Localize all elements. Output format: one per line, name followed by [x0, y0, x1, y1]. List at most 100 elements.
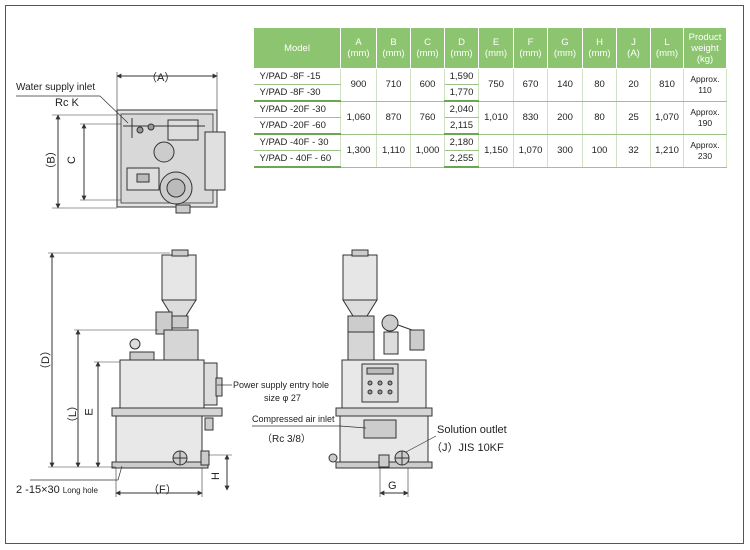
model-cell: Y/PAD - 40F - 60: [253, 150, 341, 168]
header-b: B(mm): [376, 27, 411, 69]
cell-b: 710: [376, 68, 411, 102]
header-line: (mm): [655, 48, 679, 59]
cell-a: 1,300: [340, 134, 377, 168]
cell-e: 1,150: [478, 134, 514, 168]
header-line: G: [561, 37, 569, 48]
spec-table: Model A(mm) B(mm) C(mm) D(mm) E(mm) F(mm…: [253, 27, 727, 168]
model-cell: Y/PAD -20F -60: [253, 117, 341, 135]
weight-line: Approx.: [690, 139, 720, 150]
model-cell: Y/PAD -8F -15: [253, 68, 341, 85]
header-line: L: [664, 37, 670, 48]
dim-b-label: （B）: [45, 145, 58, 175]
cell-g: 200: [547, 101, 583, 135]
dim-c-label: C: [65, 156, 78, 164]
cell-d: 2,040: [444, 101, 479, 118]
header-line: B: [390, 37, 397, 48]
figure-frame: [5, 5, 744, 544]
cell-e: 750: [478, 68, 514, 102]
cell-l: 1,210: [650, 134, 684, 168]
long-hole-label: 2 -15×30 Long hole: [16, 484, 98, 496]
header-g: G(mm): [547, 27, 583, 69]
dim-d-label: （D）: [39, 345, 52, 375]
cell-d: 2,255: [444, 150, 479, 168]
cell-c: 600: [410, 68, 445, 102]
cell-d: 1,770: [444, 84, 479, 102]
long-hole-text: Long hole: [62, 486, 98, 495]
header-line: E: [492, 37, 500, 48]
cell-weight: Approx.110: [683, 68, 727, 102]
header-a: A(mm): [340, 27, 377, 69]
cell-h: 100: [582, 134, 617, 168]
header-line: Product: [688, 31, 722, 43]
cell-j: 32: [616, 134, 651, 168]
header-line: (A): [627, 48, 640, 59]
cell-l: 1,070: [650, 101, 684, 135]
model-cell: Y/PAD -20F -30: [253, 101, 341, 118]
model-cell: Y/PAD -40F - 30: [253, 134, 341, 151]
cell-f: 830: [513, 101, 548, 135]
dim-h-label: H: [209, 472, 222, 480]
model-cell: Y/PAD -8F -30: [253, 84, 341, 102]
header-d: D(mm): [444, 27, 479, 69]
cell-g: 140: [547, 68, 583, 102]
spec-table-header: Model A(mm) B(mm) C(mm) D(mm) E(mm) F(mm…: [253, 27, 727, 69]
header-f: F(mm): [513, 27, 548, 69]
cell-l: 810: [650, 68, 684, 102]
rc-k-label: Rc K: [55, 97, 79, 109]
header-line: (mm): [347, 48, 370, 59]
header-line: (kg): [696, 53, 714, 65]
weight-line: 230: [697, 150, 713, 161]
header-line: J: [631, 37, 636, 48]
header-line: (mm): [450, 48, 473, 59]
cell-weight: Approx.230: [683, 134, 727, 168]
header-line: (mm): [588, 48, 611, 59]
header-line: (mm): [484, 48, 508, 59]
long-hole-size: 2 -15×30: [16, 484, 60, 496]
air-inlet-label: Compressed air inlet: [252, 414, 335, 424]
cell-e: 1,010: [478, 101, 514, 135]
cell-d: 1,590: [444, 68, 479, 85]
header-line: weight: [691, 42, 719, 54]
cell-a: 1,060: [340, 101, 377, 135]
table-row: Y/PAD -8F -30 1,770: [253, 84, 727, 102]
header-l: L(mm): [650, 27, 684, 69]
header-line: F: [527, 37, 534, 48]
cell-d: 2,180: [444, 134, 479, 151]
cell-c: 1,000: [410, 134, 445, 168]
header-c: C(mm): [410, 27, 445, 69]
header-line: C: [424, 37, 431, 48]
solution-outlet-label: Solution outlet: [437, 424, 507, 436]
header-line: (mm): [382, 48, 405, 59]
weight-line: Approx.: [690, 106, 720, 117]
header-line: D: [458, 37, 465, 48]
header-h: H(mm): [582, 27, 617, 69]
cell-a: 900: [340, 68, 377, 102]
cell-b: 1,110: [376, 134, 411, 168]
dim-f-label: （F）: [148, 484, 177, 496]
dim-g-label: G: [388, 480, 397, 492]
table-row: Y/PAD -20F -60 2,115: [253, 117, 727, 135]
cell-f: 670: [513, 68, 548, 102]
cell-j: 25: [616, 101, 651, 135]
dim-e-label: E: [83, 408, 96, 416]
header-line: (mm): [553, 48, 577, 59]
dim-l-label: （L）: [67, 399, 80, 429]
header-e: E(mm): [478, 27, 514, 69]
cell-weight: Approx.190: [683, 101, 727, 135]
table-row: Y/PAD - 40F - 60 2,255: [253, 150, 727, 168]
cell-h: 80: [582, 101, 617, 135]
cell-g: 300: [547, 134, 583, 168]
cell-b: 870: [376, 101, 411, 135]
power-size-label: size φ 27: [264, 393, 301, 403]
cell-f: 1,070: [513, 134, 548, 168]
cell-d: 2,115: [444, 117, 479, 135]
cell-c: 760: [410, 101, 445, 135]
header-line: A: [355, 37, 362, 48]
weight-line: 190: [697, 117, 713, 128]
weight-line: Approx.: [690, 73, 720, 84]
rc38-label: （Rc 3/8）: [262, 434, 311, 445]
